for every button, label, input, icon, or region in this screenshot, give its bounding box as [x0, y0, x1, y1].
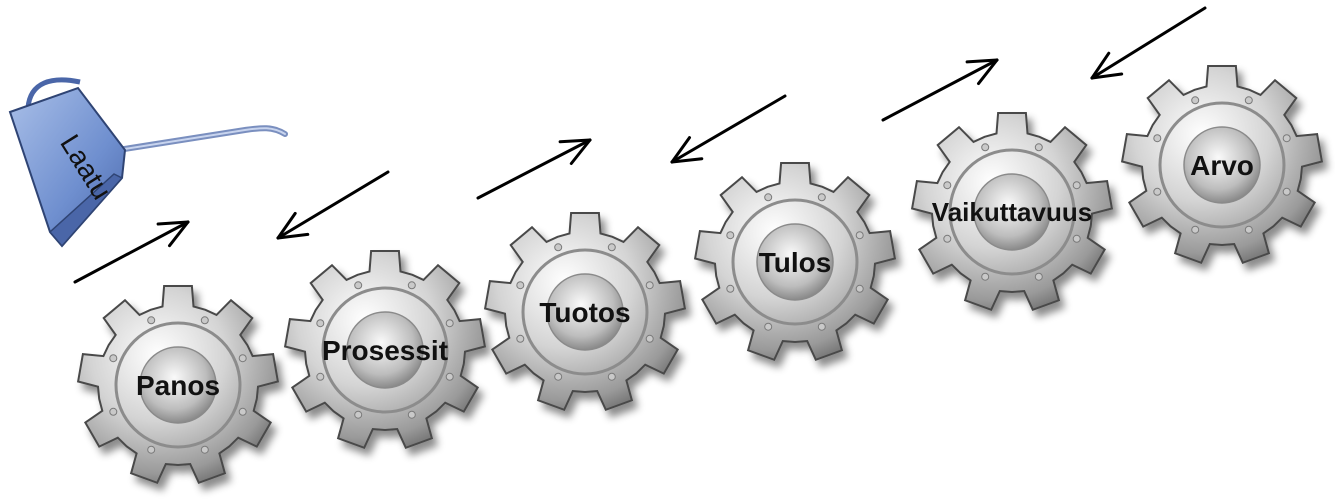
gear-6: Arvo	[1120, 65, 1324, 265]
gears-layer: Panos Prosessit Tuotos Tulos Vaikuttavuus Arv…	[76, 65, 1324, 485]
gear-rim	[521, 248, 649, 376]
gear-hub	[346, 311, 424, 389]
gear-rivet	[855, 284, 864, 293]
gear-rivet	[817, 322, 826, 331]
gear-rivet	[943, 234, 952, 243]
gear-rivet	[1034, 143, 1043, 152]
gear-rivet	[1244, 225, 1253, 234]
gear-rim	[321, 286, 449, 414]
gear-label: Panos	[136, 370, 220, 401]
gear-rivet	[200, 316, 209, 325]
gear-rivet	[316, 319, 325, 328]
gear-rivet	[516, 281, 525, 290]
gear-rivet	[516, 334, 525, 343]
gear-rivet	[726, 284, 735, 293]
gear-rivet	[147, 445, 156, 454]
gear-hub	[546, 273, 624, 351]
gear-rim	[114, 321, 242, 449]
gear-rivet	[1191, 96, 1200, 105]
gear-rivet	[981, 272, 990, 281]
arrow-forward	[73, 220, 190, 284]
gear-label: Vaikuttavuus	[932, 197, 1092, 227]
gear-rivet	[645, 334, 654, 343]
gear-label: Tuotos	[539, 297, 630, 328]
gear-rivet	[645, 281, 654, 290]
gear-rivet	[109, 354, 118, 363]
gear-rivet	[316, 372, 325, 381]
gear-rivet	[1282, 134, 1291, 143]
gear-label: Prosessit	[322, 335, 448, 366]
gear-rivet	[1034, 272, 1043, 281]
gear-rivet	[764, 193, 773, 202]
gear-hub	[756, 223, 834, 301]
gear-rivet	[554, 243, 563, 252]
gear-rivet	[554, 372, 563, 381]
gear-rivet	[855, 231, 864, 240]
gear-rivet	[238, 407, 247, 416]
gear-3: Tuotos	[483, 212, 687, 412]
gear-rivet	[147, 316, 156, 325]
gear-5: Vaikuttavuus	[910, 112, 1114, 312]
gear-rivet	[407, 281, 416, 290]
gear-4: Tulos	[693, 162, 897, 362]
gear-rivet	[238, 354, 247, 363]
gear-rivet	[445, 319, 454, 328]
gear-1: Panos	[76, 285, 280, 485]
gear-rivet	[1072, 181, 1081, 190]
arrow-backward	[276, 170, 390, 240]
gear-hub	[139, 346, 217, 424]
arrow-forward	[476, 138, 592, 200]
gear-rivet	[200, 445, 209, 454]
arrow-forward	[881, 58, 999, 122]
gear-label: Arvo	[1190, 150, 1254, 181]
gear-rivet	[1282, 187, 1291, 196]
gear-rivet	[607, 243, 616, 252]
gear-rivet	[981, 143, 990, 152]
gear-rim	[1158, 101, 1286, 229]
gear-rivet	[407, 410, 416, 419]
gear-rivet	[943, 181, 952, 190]
gear-rivet	[607, 372, 616, 381]
arrow-backward	[1090, 6, 1207, 80]
gear-rivet	[1191, 225, 1200, 234]
arrow-backward	[670, 94, 787, 164]
gear-rim	[731, 198, 859, 326]
gear-rim	[948, 148, 1076, 276]
gear-label: Tulos	[759, 247, 832, 278]
gear-rivet	[817, 193, 826, 202]
oil-can-icon: Laatu	[8, 77, 288, 248]
gear-rivet	[764, 322, 773, 331]
gear-rivet	[354, 281, 363, 290]
gear-rivet	[1153, 134, 1162, 143]
gear-rivet	[354, 410, 363, 419]
gear-rivet	[109, 407, 118, 416]
gear-rivet	[1072, 234, 1081, 243]
gear-hub	[973, 173, 1051, 251]
gear-rivet	[445, 372, 454, 381]
gear-rivet	[1244, 96, 1253, 105]
gear-2: Prosessit	[283, 250, 487, 450]
gear-rivet	[726, 231, 735, 240]
gear-rivet	[1153, 187, 1162, 196]
gear-hub	[1183, 126, 1261, 204]
arrows-layer	[73, 6, 1207, 284]
